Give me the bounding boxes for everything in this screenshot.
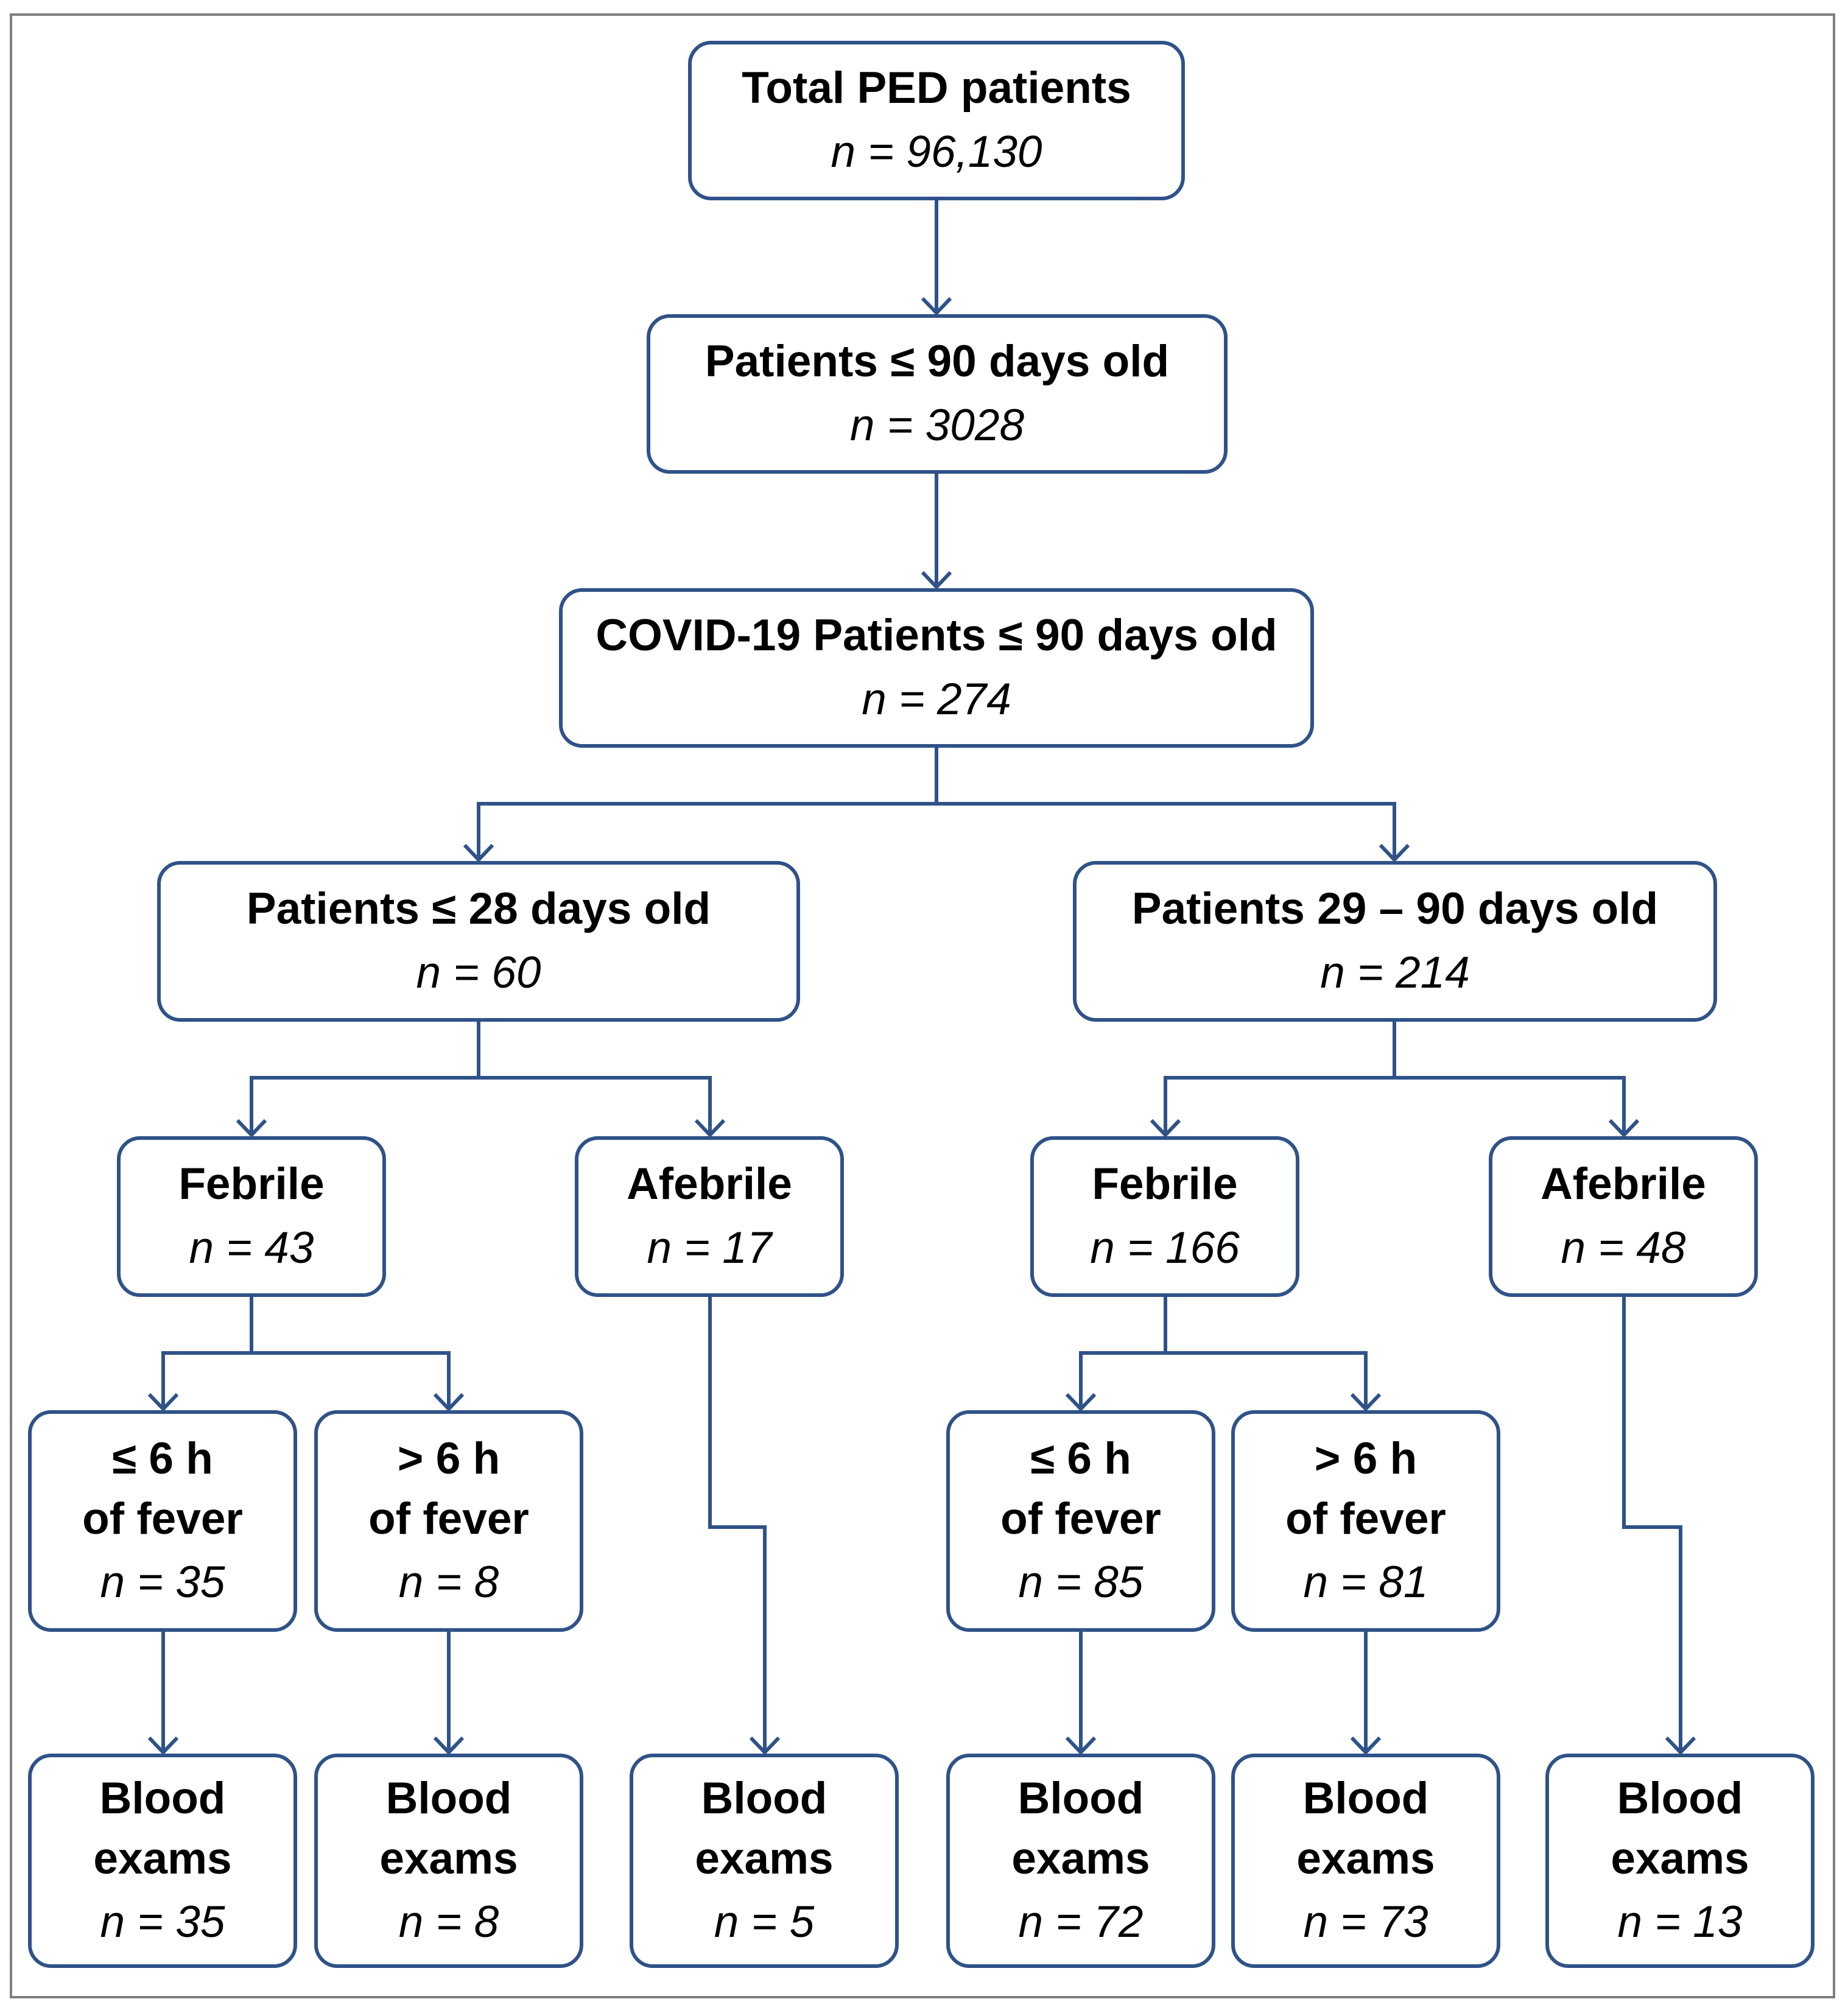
node-blood-exams-3: Blood exams n = 5 [630,1754,899,1968]
node-count: n = 35 [100,1558,225,1607]
connector-29-90-split-right [1394,1076,1626,1134]
node-afebrile-29-90: Afebrile n = 48 [1489,1136,1758,1297]
node-title-line2: exams [1611,1833,1749,1883]
arrowhead-blood-2 [433,1736,465,1755]
node-count: n = 35 [100,1897,225,1947]
node-title-line1: ≤ 6 h [112,1434,213,1484]
connector-febrile-a-split-right [251,1351,451,1408]
arrowhead-le6-b [1065,1393,1097,1412]
node-count: n = 13 [1617,1897,1743,1947]
node-title-line2: of fever [368,1494,529,1544]
node-title: Afebrile [627,1159,792,1209]
node-le-6h-fever-29-90: ≤ 6 h of fever n = 85 [946,1410,1215,1632]
connector-le28-split [250,1022,480,1134]
node-count: n = 73 [1303,1897,1428,1947]
node-title: Patients ≤ 28 days old [246,884,711,934]
node-title-line2: of fever [82,1494,243,1544]
node-gt-6h-fever-le-28: > 6 h of fever n = 8 [314,1410,583,1632]
node-title-line1: > 6 h [397,1434,501,1484]
node-title: Afebrile [1541,1159,1706,1209]
node-febrile-le-28: Febrile n = 43 [117,1136,386,1297]
arrowhead-blood-6 [1665,1736,1696,1755]
node-patients-29-90-days: Patients 29 – 90 days old n = 214 [1073,861,1717,1022]
node-title-line2: of fever [1000,1494,1161,1544]
arrowhead-gt6-b [1350,1393,1382,1412]
arrowhead-le28 [463,843,494,863]
node-title-line1: ≤ 6 h [1030,1434,1131,1484]
arrowhead-le6-a [147,1393,179,1412]
node-title: Febrile [178,1159,325,1209]
node-title-line2: of fever [1285,1494,1446,1544]
connector-29-90-split [1164,1022,1396,1134]
figure-frame [10,13,1835,1998]
node-title-line1: Blood [1302,1774,1429,1824]
node-title-line2: exams [93,1833,232,1883]
node-blood-exams-1: Blood exams n = 35 [28,1754,297,1968]
node-title-line2: exams [1011,1833,1150,1883]
arrowhead-blood-5 [1350,1736,1382,1755]
node-febrile-29-90: Febrile n = 166 [1030,1136,1299,1297]
node-gt-6h-fever-29-90: > 6 h of fever n = 81 [1231,1410,1500,1632]
node-count: n = 274 [862,675,1011,724]
node-count: n = 85 [1018,1558,1144,1607]
node-count: n = 166 [1090,1223,1240,1273]
node-title: Total PED patients [742,63,1131,113]
connector-febrile-b-split-right [1165,1351,1368,1408]
node-title-line1: Blood [1017,1774,1144,1824]
connector-covid-split-right [936,802,1396,859]
node-count: n = 5 [714,1897,815,1947]
node-count: n = 3028 [849,401,1025,450]
connector-le28-split-right [479,1076,712,1134]
node-le-6h-fever-le-28: ≤ 6 h of fever n = 35 [28,1410,297,1632]
arrowhead-blood-4 [1065,1736,1097,1755]
node-count: n = 60 [416,948,541,997]
node-count: n = 96,130 [831,127,1042,177]
node-title-line1: Blood [701,1774,827,1824]
arrowhead-blood-1 [147,1736,179,1755]
node-count: n = 72 [1018,1897,1144,1947]
arrowhead-gt6-a [433,1393,465,1412]
node-count: n = 8 [398,1558,499,1607]
node-afebrile-le-28: Afebrile n = 17 [575,1136,844,1297]
connector-febrile-a-split [161,1297,253,1408]
arrowhead-afebrile-b [1608,1119,1640,1138]
node-count: n = 48 [1561,1223,1686,1273]
arrowhead-blood-3 [749,1736,781,1755]
arrowhead-afebrile-a [694,1119,726,1138]
node-title-line1: Blood [1617,1774,1743,1824]
connector-afebrile-b-blood [1622,1297,1682,1751]
arrowhead-covid [921,571,952,590]
node-title-line1: > 6 h [1314,1434,1418,1484]
node-patients-le-90-days: Patients ≤ 90 days old n = 3028 [647,314,1228,474]
node-title: Patients ≤ 90 days old [704,337,1170,387]
node-count: n = 81 [1303,1558,1428,1607]
node-patients-le-28-days: Patients ≤ 28 days old n = 60 [157,861,800,1022]
node-count: n = 214 [1320,948,1470,997]
arrowhead-le90 [921,297,952,316]
node-title: COVID-19 Patients ≤ 90 days old [596,611,1277,661]
node-title-line1: Blood [99,1774,226,1824]
arrowhead-febrile-b [1150,1119,1181,1138]
node-title-line2: exams [379,1833,518,1883]
node-blood-exams-2: Blood exams n = 8 [314,1754,583,1968]
arrowhead-29-90 [1379,843,1410,863]
node-title-line2: exams [695,1833,834,1883]
node-blood-exams-5: Blood exams n = 73 [1231,1754,1500,1968]
node-title-line2: exams [1296,1833,1435,1883]
node-total-ped-patients: Total PED patients n = 96,130 [688,41,1185,200]
node-blood-exams-6: Blood exams n = 13 [1545,1754,1815,1968]
node-count: n = 17 [647,1223,772,1273]
node-title-line1: Blood [385,1774,512,1824]
node-count: n = 43 [189,1223,314,1273]
connector-covid-split [477,748,938,859]
node-blood-exams-4: Blood exams n = 72 [946,1754,1215,1968]
connector-febrile-b-split [1079,1297,1167,1408]
arrowhead-febrile-a [236,1119,267,1138]
node-title: Febrile [1092,1159,1238,1209]
node-covid-patients-le-90-days: COVID-19 Patients ≤ 90 days old n = 274 [559,588,1314,748]
node-count: n = 8 [398,1897,499,1947]
node-title: Patients 29 – 90 days old [1131,884,1659,934]
connector-afebrile-a-blood [708,1297,767,1751]
